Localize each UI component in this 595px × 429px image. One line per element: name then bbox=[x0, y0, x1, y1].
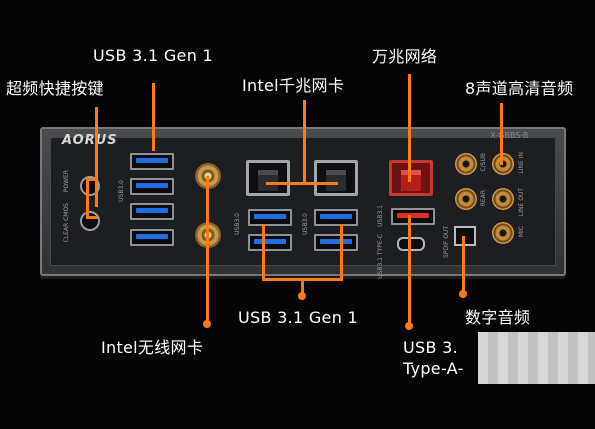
power-label: POWER bbox=[63, 170, 70, 193]
callout-spdif-line bbox=[462, 236, 465, 296]
callout-usb-bottom-stem bbox=[301, 278, 304, 296]
usb-port-mid-1[interactable] bbox=[248, 209, 292, 226]
lan-port-2[interactable] bbox=[314, 160, 358, 196]
callout-wifi-dot bbox=[203, 320, 211, 328]
csub-label: C/SUB bbox=[480, 153, 487, 172]
usb-port-mid-2[interactable] bbox=[248, 234, 292, 251]
usb-port-mid-3[interactable] bbox=[314, 209, 358, 226]
label-digital-audio: 数字音频 bbox=[465, 308, 531, 327]
callout-oc-line3 bbox=[86, 178, 98, 181]
callout-oc-line bbox=[95, 107, 98, 207]
clear-cmos-button[interactable] bbox=[80, 211, 100, 231]
callout-usb-bottom-left bbox=[262, 224, 265, 280]
usb-port-left-1[interactable] bbox=[130, 153, 174, 170]
clear-cmos-label: CLEAR CMOS bbox=[63, 203, 70, 243]
callout-usbac-dot bbox=[405, 322, 413, 330]
callout-lan-line bbox=[303, 100, 306, 184]
label-overclock-button: 超频快捷按键 bbox=[6, 79, 104, 98]
lan-port-1[interactable] bbox=[246, 160, 290, 196]
usb-port-mid-4[interactable] bbox=[314, 234, 358, 251]
audio-jack-line-out[interactable] bbox=[492, 188, 514, 210]
label-10g-network: 万兆网络 bbox=[372, 47, 438, 66]
label-usb-type-a-line1: USB 3. bbox=[403, 338, 458, 357]
callout-lan-bridge bbox=[266, 182, 338, 185]
callout-usb-bottom-right bbox=[340, 224, 343, 280]
model-number: X-GBBS-B bbox=[490, 131, 529, 140]
usb31-label: USB3.1 bbox=[377, 205, 384, 227]
callout-audio-line bbox=[500, 103, 503, 165]
label-usb-bottom: USB 3.1 Gen 1 bbox=[238, 308, 359, 327]
callout-usb-top-box bbox=[126, 149, 172, 249]
audio-jack-rear[interactable] bbox=[455, 188, 477, 210]
callout-usbac-line bbox=[408, 215, 411, 327]
line-out-label: LINE OUT bbox=[518, 188, 525, 217]
callout-10g-line bbox=[408, 74, 411, 182]
callout-wifi-line bbox=[206, 176, 209, 326]
usb30-label-3: USB3.0 bbox=[302, 213, 309, 235]
label-8ch-audio: 8声道高清音频 bbox=[465, 79, 574, 98]
label-intel-lan: Intel千兆网卡 bbox=[242, 76, 345, 95]
spdif-label: SPDIF OUT bbox=[443, 226, 450, 258]
label-intel-wifi: Intel无线网卡 bbox=[101, 338, 204, 357]
usb-port-left-2[interactable] bbox=[130, 178, 174, 195]
callout-usb-top-line bbox=[152, 83, 155, 151]
audio-jack-csub[interactable] bbox=[455, 153, 477, 175]
spdif-optical-port[interactable] bbox=[454, 226, 476, 246]
usb31-typec-label: USB3.1 TYPE-C bbox=[377, 234, 384, 279]
mic-label: MIC bbox=[518, 226, 525, 238]
audio-jack-mic[interactable] bbox=[492, 222, 514, 244]
watermark-blur bbox=[478, 332, 595, 384]
line-in-label: LINE IN bbox=[518, 152, 525, 174]
rear-label: REAR bbox=[480, 190, 487, 207]
label-usb-top: USB 3.1 Gen 1 bbox=[93, 46, 214, 65]
callout-usb-bottom-dot bbox=[298, 292, 306, 300]
usb-port-left-4[interactable] bbox=[130, 229, 174, 246]
callout-oc-line2 bbox=[86, 178, 89, 218]
audio-jack-line-in[interactable] bbox=[492, 153, 514, 175]
10g-lan-port[interactable] bbox=[389, 160, 433, 196]
callout-oc-line4 bbox=[86, 216, 98, 219]
usb31-type-a-port[interactable] bbox=[391, 208, 435, 225]
brand-logo: AORUS bbox=[62, 133, 118, 148]
usb30-label: USB3.0 bbox=[118, 180, 125, 202]
usb30-label-2: USB3.0 bbox=[234, 213, 241, 235]
label-usb-type-a-line2: Type-A- bbox=[403, 359, 464, 378]
callout-spdif-dot bbox=[459, 290, 467, 298]
usb-type-c-port[interactable] bbox=[397, 237, 425, 251]
usb-port-left-3[interactable] bbox=[130, 203, 174, 220]
